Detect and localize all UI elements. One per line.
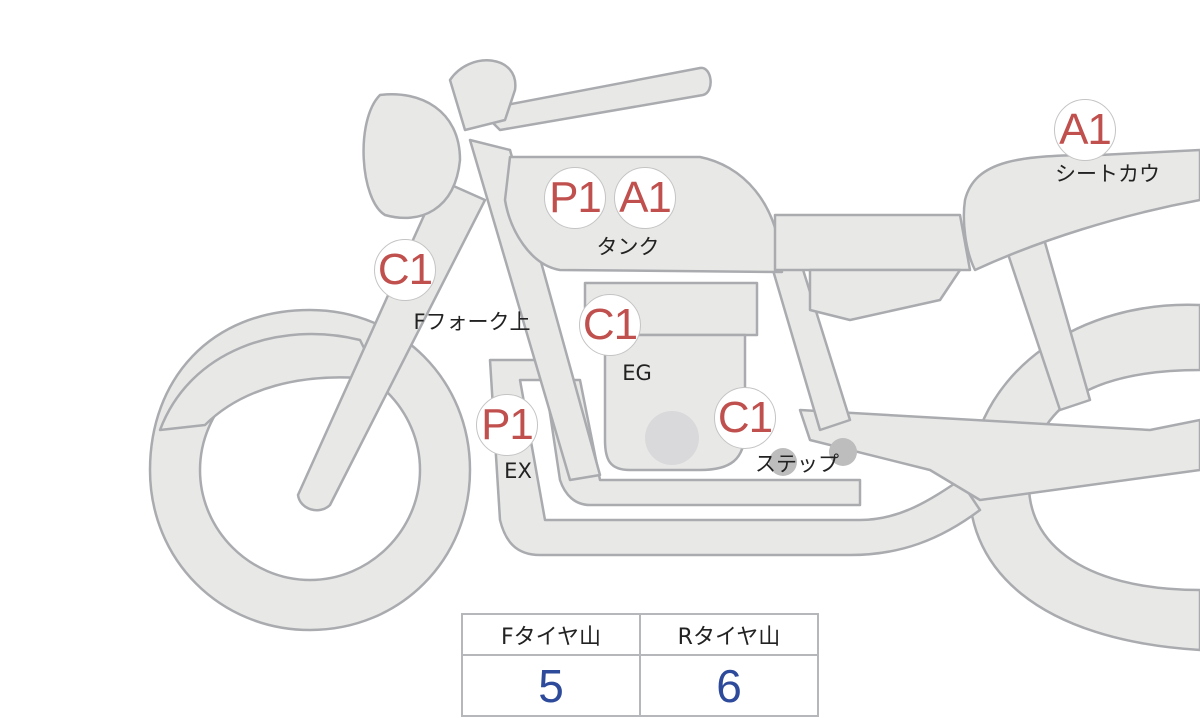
inspection-code-marker: P1: [544, 167, 606, 229]
inspection-code-marker: P1: [476, 394, 538, 456]
engine-cover: [645, 411, 699, 465]
rear-tire-value: 6: [639, 654, 819, 717]
battery-box: [808, 268, 962, 322]
inspection-code-marker: A1: [614, 167, 676, 229]
rear-wheel: [967, 303, 1200, 652]
front-tire-header: Fタイヤ山: [461, 613, 641, 656]
headstock: [448, 59, 517, 132]
front-fender: [158, 332, 382, 432]
frame-downtube: [468, 138, 602, 482]
swingarm: [798, 408, 1200, 502]
footrest-peg: [829, 438, 857, 466]
headlight: [362, 93, 462, 220]
tire-tread-table: Fタイヤ山 Rタイヤ山 5 6: [461, 613, 819, 717]
front-tire-value: 5: [461, 654, 641, 717]
inspection-code-marker: C1: [714, 387, 776, 449]
part-label-step: ステップ: [755, 452, 839, 476]
rear-tire-header: Rタイヤ山: [639, 613, 819, 656]
inspection-code-marker: C1: [579, 294, 641, 356]
seat: [962, 148, 1200, 272]
inspection-code-marker: C1: [374, 239, 436, 301]
part-label-exhaust: EX: [504, 459, 532, 483]
part-label-seat-cowl: シートカウ: [1055, 162, 1160, 186]
footrest-peg: [769, 448, 797, 476]
part-label-fork: Fフォーク上: [413, 310, 531, 334]
part-label-engine: EG: [622, 361, 652, 385]
exhaust-pipe: [488, 358, 982, 557]
inspection-code-marker: A1: [1054, 99, 1116, 161]
side-cover: [773, 213, 972, 272]
handlebar: [478, 66, 712, 132]
front-fork: [296, 178, 487, 512]
part-label-tank: タンク: [596, 235, 660, 259]
